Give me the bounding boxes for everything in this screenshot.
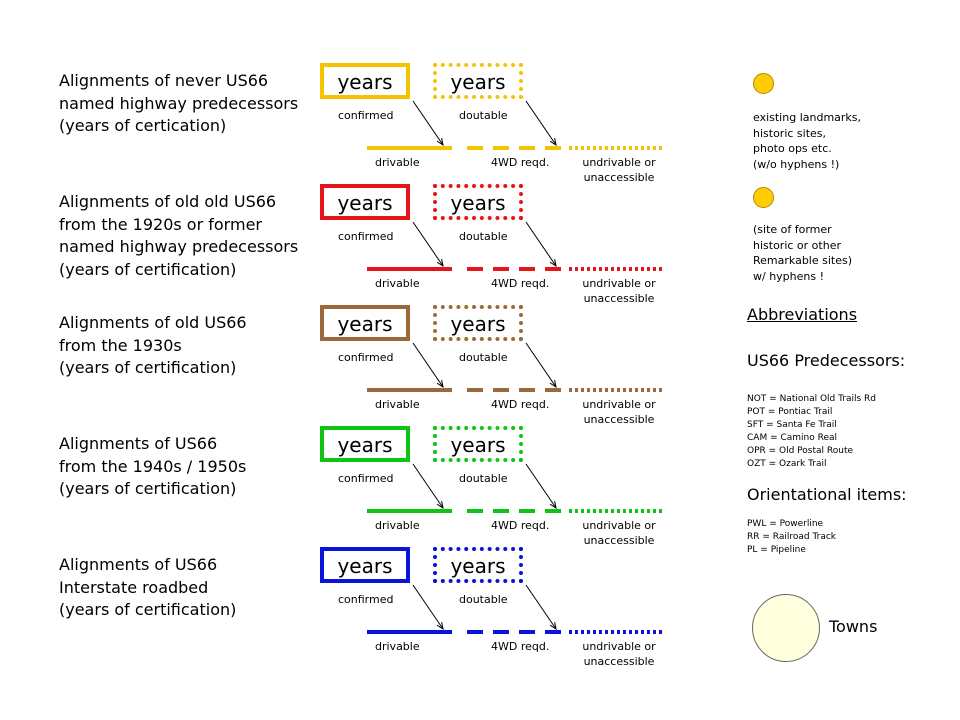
doutable-caption: doutable <box>459 593 508 606</box>
confirmed-arrow <box>412 463 444 509</box>
undrivable-caption: undrivable or unaccessible <box>582 156 656 184</box>
list-item: CAM = Camino Real <box>747 433 838 443</box>
former-site-dot-icon <box>753 187 774 208</box>
predecessors-list: NOT = National Old Trails Rd POT = Ponti… <box>747 393 876 471</box>
list-item: SFT = Santa Fe Trail <box>747 420 837 430</box>
existing-landmark-text: existing landmarks, historic sites, phot… <box>753 111 862 171</box>
fourwd-caption: 4WD reqd. <box>491 156 550 169</box>
category-label: Alignments of US66 from the 1940s / 1950… <box>59 434 247 498</box>
confirmed-arrow <box>412 342 444 388</box>
abbreviations-heading: Abbreviations <box>747 305 858 324</box>
list-item: OZT = Ozark Trail <box>747 459 827 469</box>
category-label: Alignments of old old US66 from the 1920… <box>59 192 299 279</box>
confirmed-years-box: years <box>320 547 410 583</box>
confirmed-years-box: years <box>320 426 410 462</box>
drivable-caption: drivable <box>375 398 420 411</box>
orientational-heading: Orientational items: <box>747 485 907 504</box>
doutable-years-box: years <box>433 305 523 341</box>
fourwd-caption: 4WD reqd. <box>491 519 550 532</box>
undrivable-caption: undrivable or unaccessible <box>582 277 656 305</box>
confirmed-arrow <box>412 584 444 630</box>
confirmed-arrow-head <box>436 259 444 268</box>
list-item: OPR = Old Postal Route <box>747 446 854 456</box>
confirmed-years-box: years <box>320 184 410 220</box>
confirmed-caption: confirmed <box>338 230 394 243</box>
category-label: Alignments of old US66 from the 1930s (y… <box>59 313 247 377</box>
doutable-years-box: years <box>433 547 523 583</box>
list-item: RR = Railroad Track <box>747 532 836 542</box>
doutable-caption: doutable <box>459 351 508 364</box>
fourwd-caption: 4WD reqd. <box>491 398 550 411</box>
drivable-caption: drivable <box>375 156 420 169</box>
confirmed-arrow <box>412 100 444 146</box>
doutable-years-box: years <box>433 426 523 462</box>
drivable-caption: drivable <box>375 277 420 290</box>
doutable-arrow-head <box>549 622 557 631</box>
confirmed-caption: confirmed <box>338 109 394 122</box>
undrivable-caption: undrivable or unaccessible <box>582 519 656 547</box>
doutable-arrow <box>525 463 557 509</box>
confirmed-arrow-head <box>436 380 444 389</box>
drivable-caption: drivable <box>375 640 420 653</box>
doutable-arrow-head <box>549 380 557 389</box>
town-circle-icon <box>752 594 820 662</box>
undrivable-caption: undrivable or unaccessible <box>582 398 656 426</box>
towns-label: Towns <box>829 617 878 636</box>
category-label: Alignments of US66 Interstate roadbed (y… <box>59 555 237 619</box>
list-item: POT = Pontiac Trail <box>747 407 833 417</box>
confirmed-caption: confirmed <box>338 472 394 485</box>
category-label: Alignments of never US66 named highway p… <box>59 71 299 135</box>
fourwd-caption: 4WD reqd. <box>491 277 550 290</box>
undrivable-caption: undrivable or unaccessible <box>582 640 656 668</box>
doutable-arrow-head <box>549 501 557 510</box>
doutable-years-box: years <box>433 63 523 99</box>
doutable-years-box: years <box>433 184 523 220</box>
fourwd-caption: 4WD reqd. <box>491 640 550 653</box>
confirmed-caption: confirmed <box>338 593 394 606</box>
doutable-arrow <box>525 100 557 146</box>
predecessors-heading: US66 Predecessors: <box>747 351 906 370</box>
former-site-text: (site of former historic or other Remark… <box>753 223 853 283</box>
list-item: NOT = National Old Trails Rd <box>747 394 877 404</box>
confirmed-caption: confirmed <box>338 351 394 364</box>
list-item: PL = Pipeline <box>747 545 806 555</box>
existing-landmark-dot-icon <box>753 73 774 94</box>
confirmed-arrow-head <box>436 138 444 147</box>
confirmed-arrow <box>412 221 444 267</box>
doutable-caption: doutable <box>459 230 508 243</box>
confirmed-arrow-head <box>436 501 444 510</box>
confirmed-years-box: years <box>320 305 410 341</box>
list-item: PWL = Powerline <box>747 519 824 529</box>
confirmed-years-box: years <box>320 63 410 99</box>
doutable-caption: doutable <box>459 472 508 485</box>
confirmed-arrow-head <box>436 622 444 631</box>
drivable-caption: drivable <box>375 519 420 532</box>
doutable-caption: doutable <box>459 109 508 122</box>
doutable-arrow-head <box>549 259 557 268</box>
doutable-arrow-head <box>549 138 557 147</box>
doutable-arrow <box>525 584 557 630</box>
orientational-list: PWL = Powerline RR = Railroad Track PL =… <box>747 518 836 557</box>
doutable-arrow <box>525 342 557 388</box>
doutable-arrow <box>525 221 557 267</box>
